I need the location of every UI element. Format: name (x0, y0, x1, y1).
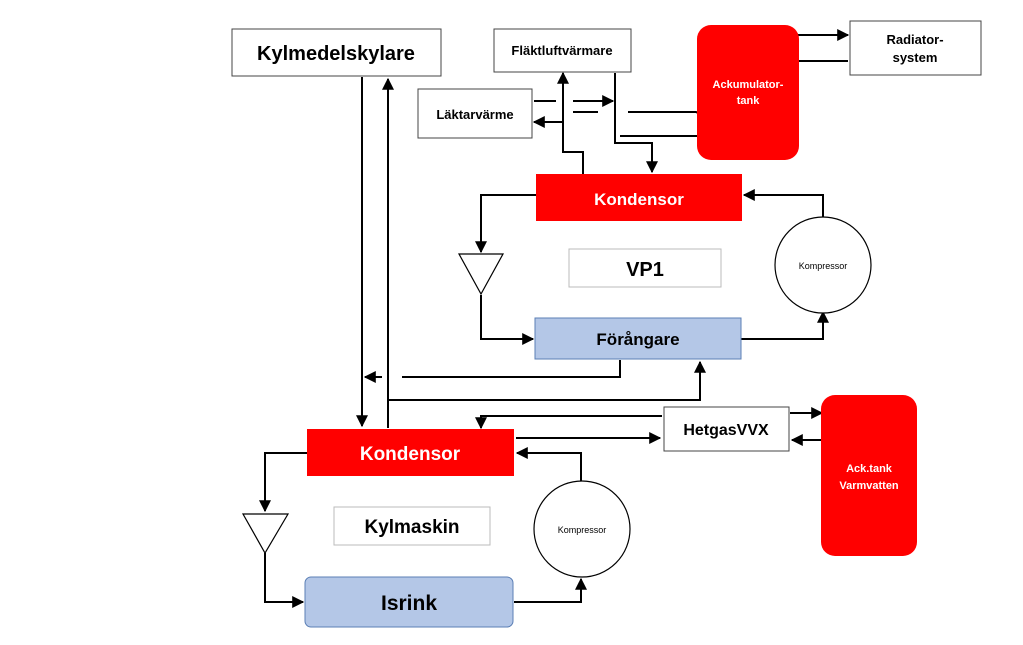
kompressor-vp1-circle (774, 216, 872, 314)
laktarvarme-box (417, 88, 533, 139)
line-valve-to-forangare (480, 295, 535, 345)
kylmedelskylare-label: Kylmedelskylare (257, 43, 415, 65)
line-from-flaktluft (614, 73, 658, 174)
expansion-valve-kylmaskin (241, 513, 290, 555)
vp1-label: VP1 (626, 259, 664, 281)
radiator-label-2: system (893, 50, 938, 65)
laktarvarme-label: Läktarvärme (436, 107, 513, 122)
kompressor-kylmaskin-label: Kompressor (558, 525, 607, 535)
kondensor-vp1-label: Kondensor (594, 190, 684, 209)
line-valve-to-isrink (264, 553, 305, 608)
flaktluftvarmare-label: Fläktluftvärmare (511, 43, 612, 58)
line-to-flaktluft (557, 71, 584, 174)
line-forangare-to-kompressor (741, 310, 829, 340)
line-to-ack-coil (628, 111, 705, 117)
line-from-forangare (402, 360, 621, 378)
ackumulatortank-label-1: Ackumulator- (713, 79, 784, 91)
line-hetgas-to-kondensor (475, 415, 662, 430)
line-isrink-to-kompressor (514, 577, 587, 603)
isrink-label: Isrink (381, 592, 437, 615)
kompressor-vp1-label: Kompressor (799, 261, 848, 271)
hetgasvvx-label: HetgasVVX (683, 422, 769, 439)
ack-varmvatten-box (821, 395, 917, 556)
line-to-forangare (388, 360, 706, 401)
kondensor-kylmaskin-label: Kondensor (360, 444, 461, 465)
kylmaskin-label: Kylmaskin (364, 517, 459, 538)
forangare-label: Förångare (596, 330, 679, 349)
ack-varmvatten-label-1: Ack.tank (846, 463, 893, 475)
kompressor-kylmaskin-circle (533, 480, 631, 578)
radiator-label-1: Radiator- (886, 32, 943, 47)
kondensor-kylmaskin-box (307, 429, 514, 476)
ack-varmvatten-label-2: Varmvatten (839, 480, 899, 492)
ackumulatortank-box (697, 25, 799, 160)
radiator-box (849, 20, 982, 76)
line-kondensor-to-valve-2 (259, 452, 307, 513)
ackumulatortank-label-2: tank (737, 95, 761, 107)
line-kondensor-to-valve (475, 194, 536, 254)
kylmedelskylare-box (231, 28, 442, 77)
line-kompressor-to-kondensor (742, 189, 824, 218)
line-kompressor-to-kondensor-2 (515, 447, 582, 483)
kylmaskin-box (333, 506, 491, 546)
forangare-box (534, 317, 742, 360)
hetgasvvx-box (663, 406, 790, 452)
flaktluftvarmare-box (493, 28, 632, 73)
vp1-box (568, 248, 722, 288)
isrink-box (304, 576, 514, 628)
connection-lines (259, 29, 850, 608)
expansion-valve-vp1 (457, 253, 505, 296)
kondensor-vp1-box (536, 174, 742, 221)
